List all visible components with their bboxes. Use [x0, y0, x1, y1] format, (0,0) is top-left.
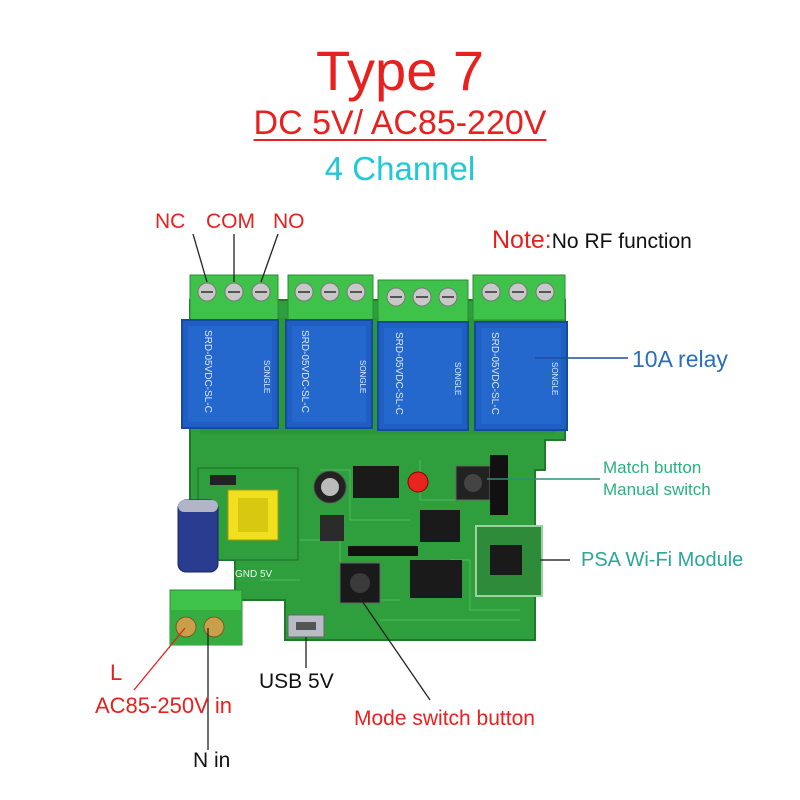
relay-2-model: SRD-05VDC-SL-C — [299, 330, 310, 413]
header-pins — [490, 455, 508, 515]
note: Note:No RF function — [492, 226, 692, 255]
relay-3-model: SRD-05VDC-SL-C — [393, 332, 404, 415]
label-no: NO — [273, 210, 305, 233]
line-live — [133, 627, 186, 691]
relay-1-model: SRD-05VDC-SL-C — [202, 330, 213, 413]
label-neutral: N in — [193, 749, 231, 772]
relay-4 — [474, 321, 568, 431]
callout-lines — [487, 357, 628, 561]
note-label: Note: — [492, 226, 552, 254]
terminal-block-4 — [472, 274, 566, 321]
relay-4-model: SRD-05VDC-SL-C — [489, 332, 500, 415]
terminal-block-2 — [287, 274, 374, 321]
components: N GND 5V — [177, 455, 543, 638]
relay-3 — [377, 321, 469, 431]
line-mode-switch — [359, 597, 431, 701]
red-led — [407, 471, 429, 493]
label-manual-switch: Manual switch — [603, 480, 711, 499]
label-live: L — [110, 660, 123, 685]
relay-4-brand: SONGLE — [550, 362, 559, 395]
label-nc: NC — [155, 210, 186, 233]
power-pin-markings: N GND 5V — [225, 569, 273, 580]
ic-chip-1 — [353, 466, 399, 498]
label-usb: USB 5V — [259, 670, 334, 693]
relay-3-brand: SONGLE — [453, 362, 462, 395]
label-com: COM — [206, 210, 255, 233]
note-text: No RF function — [551, 230, 692, 253]
terminal-blocks — [169, 274, 566, 646]
relay-1-brand: SONGLE — [262, 360, 271, 393]
label-relay: 10A relay — [632, 346, 728, 372]
label-match-button: Match button — [603, 458, 702, 477]
terminal-block-3 — [377, 279, 469, 326]
relay-2 — [285, 319, 373, 429]
label-wifi-module: PSA Wi-Fi Module — [581, 549, 744, 571]
page-title: Type 7 — [315, 39, 485, 102]
voltage-subtitle: DC 5V/ AC85-220V — [253, 104, 547, 142]
label-ac-in: AC85-250V in — [95, 693, 232, 718]
relays: SRD-05VDC-SL-C SONGLE SRD-05VDC-SL-C SON… — [181, 319, 568, 431]
line-no — [260, 233, 279, 283]
label-mode-switch: Mode switch button — [354, 707, 535, 730]
ic-chip-2 — [420, 510, 460, 542]
channel-label: 4 Channel — [324, 150, 476, 187]
power-input-terminal — [169, 589, 243, 646]
ic-chip-3 — [410, 560, 462, 598]
line-nc — [192, 233, 208, 283]
regulator — [320, 515, 344, 541]
relay-2-brand: SONGLE — [358, 360, 367, 393]
relay-1 — [181, 319, 279, 429]
